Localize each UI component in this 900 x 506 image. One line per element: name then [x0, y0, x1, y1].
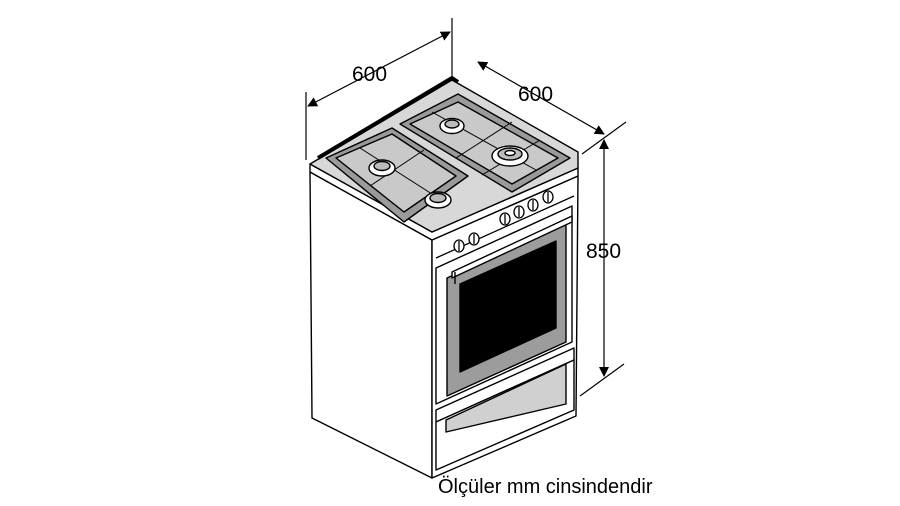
dimension-lines	[305, 18, 627, 397]
height-label: 850	[586, 240, 621, 263]
depth-dimension-line	[477, 61, 605, 135]
burner-back-right	[439, 117, 465, 135]
oven-window	[459, 240, 557, 373]
cooktop	[309, 76, 579, 233]
control-panel	[435, 190, 575, 259]
width-label: 600	[352, 63, 387, 86]
oven-door	[435, 205, 573, 405]
knob-6	[542, 190, 554, 204]
depth-label: 600	[518, 83, 553, 106]
burner-back-left	[368, 159, 396, 177]
control-knobs	[453, 190, 554, 253]
width-dimension-line	[307, 31, 451, 107]
knob-5	[527, 198, 539, 212]
burner-front-left	[424, 191, 452, 209]
knob-1	[453, 239, 465, 253]
depth-extension-right	[581, 121, 627, 155]
oven-handle	[451, 215, 573, 284]
height-extension-bottom	[579, 363, 625, 397]
knob-4	[513, 205, 525, 219]
units-caption: Ölçüler mm cinsindendir	[438, 476, 653, 498]
knob-3	[499, 212, 511, 226]
knob-2	[468, 232, 480, 246]
storage-drawer	[435, 347, 575, 471]
burner-front-right	[491, 145, 529, 167]
